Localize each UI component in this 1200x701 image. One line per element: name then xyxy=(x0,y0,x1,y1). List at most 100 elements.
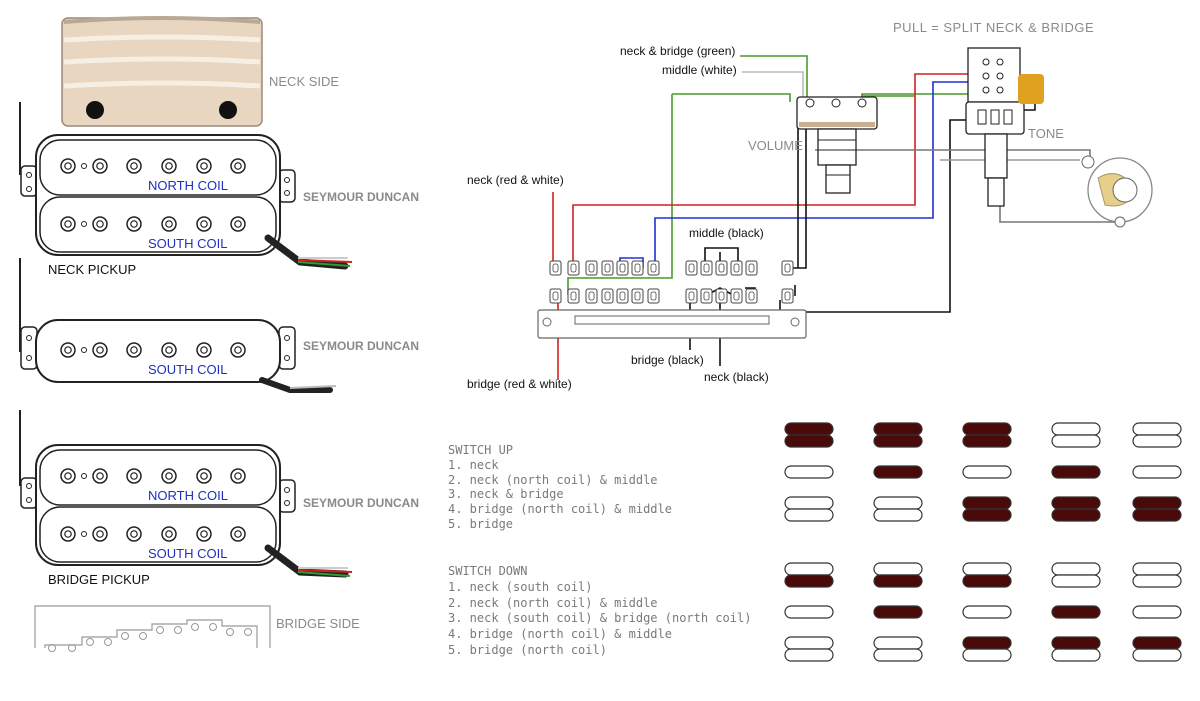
coil-active xyxy=(1132,496,1182,510)
coil-inactive xyxy=(962,605,1012,619)
coil-inactive xyxy=(1132,574,1182,588)
pole-piece-center-icon xyxy=(96,220,104,228)
coil-inactive xyxy=(873,636,923,650)
bridge-saddles xyxy=(34,605,271,652)
switch-lug-hole-icon xyxy=(650,263,657,273)
pole-piece-center-icon xyxy=(234,346,242,354)
switch-lug-hole-icon xyxy=(703,263,710,273)
coil-active xyxy=(873,465,923,479)
pickup-screw-icon xyxy=(81,221,87,227)
switch-down-item-1: 1. neck (south coil) xyxy=(448,580,593,594)
pole-piece-center-icon xyxy=(130,162,138,170)
coil-active xyxy=(873,422,923,436)
pole-piece-center-icon xyxy=(165,346,173,354)
coil-inactive xyxy=(873,562,923,576)
wire-label-middle-black: middle (black) xyxy=(689,226,764,240)
tone-pot xyxy=(965,47,1044,207)
coil-inactive xyxy=(784,496,834,510)
switch-lug-hole-icon xyxy=(784,291,791,301)
pole-piece-center-icon xyxy=(64,530,72,538)
coil-inactive xyxy=(873,496,923,510)
coil-inactive xyxy=(873,508,923,522)
switch-up-item-2: 2. neck (north coil) & middle xyxy=(448,473,658,487)
coil-active xyxy=(784,422,834,436)
switch-lug-hole-icon xyxy=(703,291,710,301)
coil-active xyxy=(784,434,834,448)
pole-piece-center-icon xyxy=(64,472,72,480)
pole-piece-center-icon xyxy=(234,220,242,228)
bridge-brand-label: SEYMOUR DUNCAN xyxy=(303,496,419,510)
coil-inactive xyxy=(1051,648,1101,662)
screw-hole-icon xyxy=(86,101,104,119)
switch-lug-hole-icon xyxy=(784,263,791,273)
coil-active xyxy=(1051,465,1101,479)
switch-down-item-5: 5. bridge (north coil) xyxy=(448,643,607,657)
pole-piece-center-icon xyxy=(200,162,208,170)
pole-piece-center-icon xyxy=(64,162,72,170)
wire-label-neck-bridge-green: neck & bridge (green) xyxy=(620,44,735,58)
switch-lug-hole-icon xyxy=(570,263,577,273)
coil-active xyxy=(784,574,834,588)
pull-split-label: PULL = SPLIT NECK & BRIDGE xyxy=(893,20,1094,35)
pole-piece-center-icon xyxy=(200,530,208,538)
pole-piece-center-icon xyxy=(165,472,173,480)
pole-piece-center-icon xyxy=(234,472,242,480)
pole-piece-center-icon xyxy=(234,530,242,538)
neck-south-coil-label: SOUTH COIL xyxy=(148,236,227,251)
switch-up-item-3: 3. neck & bridge xyxy=(448,487,564,501)
pickup-screw-icon xyxy=(81,163,87,169)
coil-inactive xyxy=(962,648,1012,662)
volume-pot xyxy=(796,96,878,194)
volume-label: VOLUME xyxy=(748,138,803,153)
pole-piece-center-icon xyxy=(130,346,138,354)
coil-active xyxy=(873,434,923,448)
coil-active xyxy=(1051,496,1101,510)
pole-piece-center-icon xyxy=(96,346,104,354)
output-jack xyxy=(1081,155,1153,228)
switch-lug-hole-icon xyxy=(552,263,559,273)
switch-lug-hole-icon xyxy=(588,263,595,273)
coil-active xyxy=(1132,508,1182,522)
switch-down-item-3: 3. neck (south coil) & bridge (north coi… xyxy=(448,611,751,625)
coil-inactive xyxy=(784,508,834,522)
wire-label-neck-red-white: neck (red & white) xyxy=(467,173,564,187)
pole-piece-center-icon xyxy=(96,162,104,170)
switch-lug-hole-icon xyxy=(619,291,626,301)
coil-active xyxy=(962,434,1012,448)
coil-inactive xyxy=(1132,422,1182,436)
pole-piece-center-icon xyxy=(165,162,173,170)
switch-up-title: SWITCH UP xyxy=(448,443,513,457)
coil-active xyxy=(873,605,923,619)
switch-down-title: SWITCH DOWN xyxy=(448,564,527,578)
switch-lug-hole-icon xyxy=(634,291,641,301)
pole-piece-center-icon xyxy=(200,346,208,354)
neck-north-coil-label: NORTH COIL xyxy=(148,178,228,193)
switch-lug-hole-icon xyxy=(552,291,559,301)
pole-piece-center-icon xyxy=(130,472,138,480)
coil-inactive xyxy=(1132,648,1182,662)
coil-active xyxy=(962,508,1012,522)
bridge-side-label: BRIDGE SIDE xyxy=(276,616,360,631)
bridge-north-coil-label: NORTH COIL xyxy=(148,488,228,503)
coil-inactive xyxy=(1051,574,1101,588)
pickup-screw-icon xyxy=(81,473,87,479)
coil-inactive xyxy=(1132,434,1182,448)
switch-lug-hole-icon xyxy=(650,291,657,301)
switch-lug-hole-icon xyxy=(588,291,595,301)
switch-lug-hole-icon xyxy=(748,263,755,273)
coil-inactive xyxy=(784,648,834,662)
coil-matrix xyxy=(784,422,1182,662)
coil-active xyxy=(873,574,923,588)
tone-capacitor xyxy=(1018,74,1044,104)
coil-inactive xyxy=(962,562,1012,576)
coil-active xyxy=(1051,508,1101,522)
coil-inactive xyxy=(1051,434,1101,448)
coil-active xyxy=(962,636,1012,650)
coil-inactive xyxy=(1051,562,1101,576)
tone-label: TONE xyxy=(1028,126,1064,141)
pole-piece-center-icon xyxy=(64,346,72,354)
switch-lug-hole-icon xyxy=(688,263,695,273)
switch-down-item-4: 4. bridge (north coil) & middle xyxy=(448,627,672,641)
five-way-switch xyxy=(537,260,807,339)
